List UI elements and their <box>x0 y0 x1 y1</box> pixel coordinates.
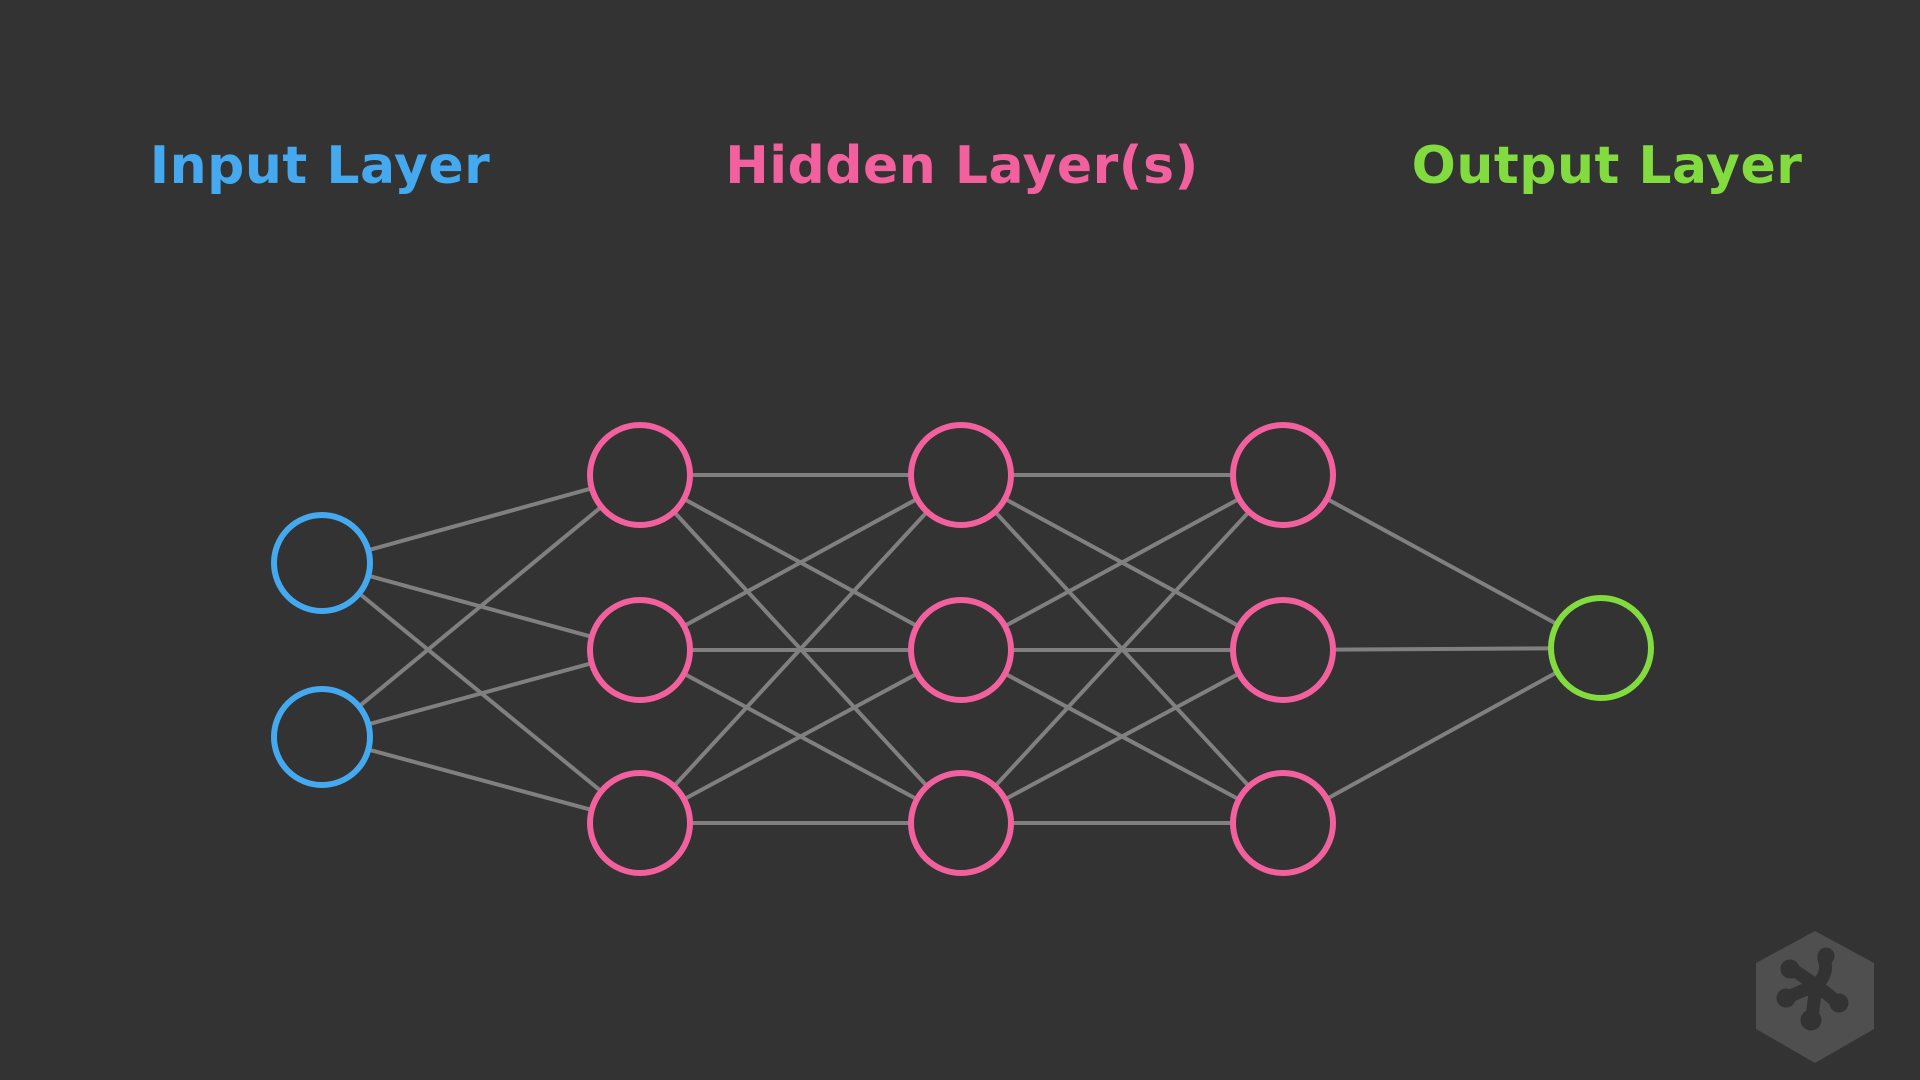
layer-label-output: Output Layer <box>1411 136 1803 196</box>
connection-edge <box>1325 497 1559 626</box>
neuron-node-hidden2-node-3[interactable] <box>908 770 1014 876</box>
connection-edge <box>357 505 603 709</box>
connection-edge <box>683 671 918 802</box>
connection-edge <box>1004 671 1240 802</box>
connection-edge <box>1003 497 1241 628</box>
neuron-node-hidden2-node-1[interactable] <box>908 422 1014 528</box>
connection-edge <box>682 497 919 628</box>
neuron-node-hidden1-node-3[interactable] <box>587 770 693 876</box>
layer-label-hidden: Hidden Layer(s) <box>725 136 1199 196</box>
neuron-node-hidden3-node-3[interactable] <box>1230 770 1336 876</box>
neuron-node-hidden2-node-2[interactable] <box>908 597 1014 703</box>
connection-edge <box>1325 670 1559 801</box>
hexagon-neuron-logo-icon <box>1756 931 1874 1063</box>
connection-edge <box>367 661 593 727</box>
connection-edge <box>993 510 1251 788</box>
connection-edge <box>367 747 593 812</box>
neuron-node-input-node-1[interactable] <box>271 512 373 614</box>
neuron-node-hidden3-node-1[interactable] <box>1230 422 1336 528</box>
connection-edge <box>367 486 593 553</box>
connection-edges <box>357 473 1559 825</box>
layer-label-input: Input Layer <box>149 136 491 196</box>
neuron-node-hidden1-node-1[interactable] <box>587 422 693 528</box>
neuron-nodes <box>271 422 1654 876</box>
neuron-node-output-node-1[interactable] <box>1548 595 1654 701</box>
neuron-node-hidden1-node-2[interactable] <box>587 597 693 703</box>
connection-edge <box>672 510 929 788</box>
connection-edge <box>1332 646 1552 652</box>
neuron-node-hidden3-node-2[interactable] <box>1230 597 1336 703</box>
neuron-node-input-node-2[interactable] <box>271 686 373 788</box>
